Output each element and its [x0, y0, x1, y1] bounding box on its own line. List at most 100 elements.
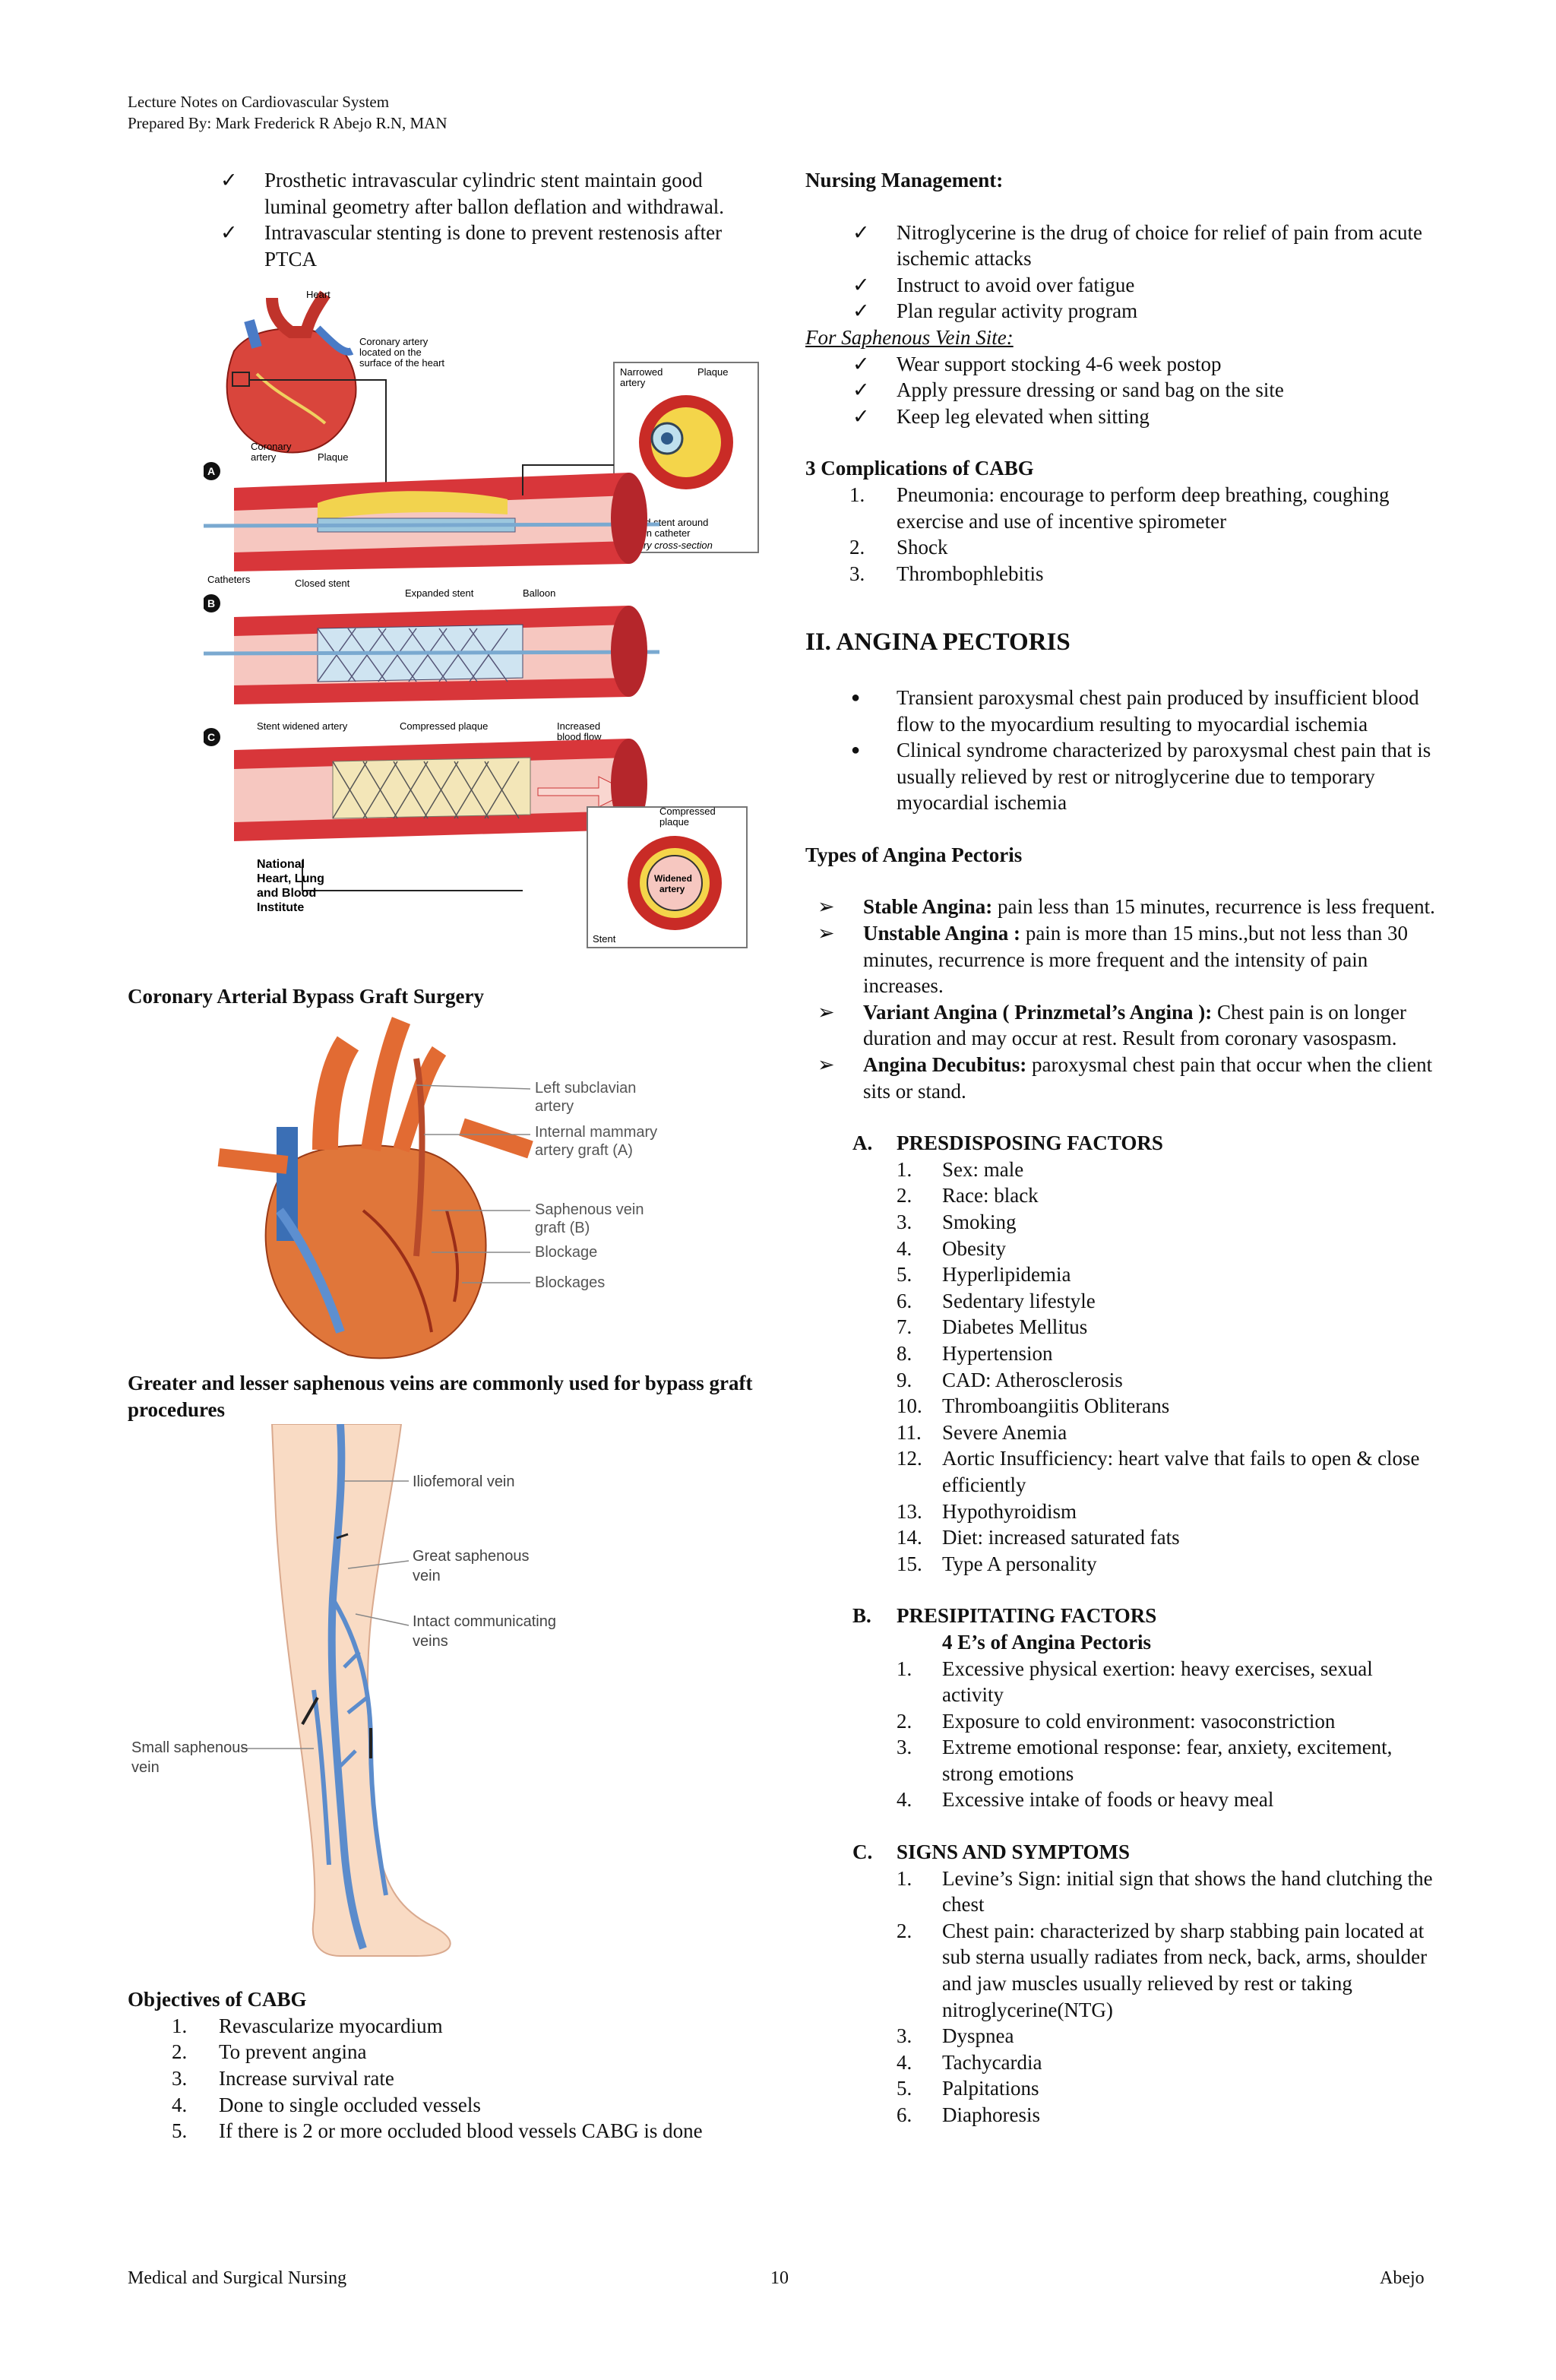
fig1-increased-flow-1: Increased [557, 720, 600, 732]
list-item: ✓Intravascular stenting is done to preve… [220, 221, 723, 271]
fig1-coronary-note-3: surface of the heart [359, 357, 444, 369]
list-item: ✓Nitroglycerine is the drug of choice fo… [852, 220, 1422, 271]
fig1-coronary-note-2: located on the [359, 347, 422, 358]
footer-page-number: 10 [770, 2268, 789, 2288]
list-item: 11.Severe Anemia [897, 1420, 1067, 1444]
fig3-small-saphenous-2: vein [131, 1759, 160, 1776]
list-item: 15.Type A personality [897, 1552, 1097, 1575]
leg-veins-illustration: Iliofemoral vein Great saphenous vein In… [131, 1423, 556, 1957]
fig2-internal-mammary-1: Internal mammary [535, 1124, 657, 1141]
fig1-label-b: B [207, 597, 215, 609]
list-item: ✓Wear support stocking 4-6 week postop [805, 351, 1436, 378]
list-item: 5.Hyperlipidemia [897, 1263, 1071, 1287]
list-item: 4.Obesity [897, 1236, 1006, 1260]
list-item: 4.Tachycardia [897, 2050, 1042, 2074]
precipitating-factors-heading: B.PRESIPITATING FACTORS [852, 1604, 1157, 1628]
fig1-widened-2: artery [659, 884, 685, 894]
fig1-closed-stent-label: Closed stent [295, 578, 350, 589]
list-item: ➢Stable Angina: pain less than 15 minute… [805, 894, 1436, 920]
list-item: 2.Chest pain: characterized by sharp sta… [897, 1919, 1428, 2021]
fig2-blockages: Blockages [535, 1274, 605, 1291]
list-item: ✓Apply pressure dressing or sand bag on … [805, 377, 1436, 404]
list-item: ●Clinical syndrome characterized by paro… [851, 739, 1431, 815]
types-of-angina-list: ➢Stable Angina: pain less than 15 minute… [805, 894, 1436, 1104]
fig1-catheters-label: Catheters [207, 574, 251, 585]
list-item: 2.Shock [849, 536, 948, 559]
list-item: 5.Palpitations [897, 2077, 1039, 2100]
list-item: 1.Levine’s Sign: initial sign that shows… [897, 1866, 1433, 1916]
list-item: 1.Pneumonia: encourage to perform deep b… [849, 483, 1390, 533]
heart-illustration [226, 290, 357, 454]
list-item: ➢Variant Angina ( Prinzmetal’s Angina ):… [818, 1000, 1406, 1050]
stent-procedure-figure: Heart Coronary artery located on the sur… [202, 283, 766, 952]
fig3-great-saphenous-1: Great saphenous [413, 1548, 529, 1565]
fig2-left-subclavian-2: artery [535, 1098, 574, 1115]
bullet-icon: ● [851, 742, 861, 759]
footer-left: Medical and Surgical Nursing [128, 2268, 347, 2288]
fig1-label-c: C [207, 731, 215, 743]
fig2-saphenous-graft-2: graft (B) [535, 1220, 590, 1236]
list-item: 3.Thrombophlebitis [849, 562, 1044, 585]
list-item: 6.Diaphoresis [897, 2103, 1040, 2126]
precipitating-factors-list: 1.Excessive physical exertion: heavy exe… [805, 1656, 1436, 1814]
left-column: ✓Prosthetic intravascular cylindric sten… [128, 167, 766, 2144]
check-icon: ✓ [852, 352, 870, 375]
cabg-figure: Left subclavian artery Internal mammary … [173, 1012, 735, 1362]
fig2-saphenous-graft-1: Saphenous vein [535, 1201, 644, 1218]
fig1-narrowed-1: Narrowed [620, 366, 663, 378]
complications-title: 3 Complications of CABG [805, 457, 1034, 480]
fig1-stent-label: Stent [593, 933, 616, 945]
fig1-coronary-artery-1: Coronary [251, 441, 292, 452]
stent-procedure-illustration: Heart Coronary artery located on the sur… [202, 289, 759, 949]
fig1-compressed-plaque-2b: plaque [659, 816, 689, 828]
arrow-bullet-icon: ➢ [818, 1053, 835, 1077]
fig3-small-saphenous-1: Small saphenous [131, 1739, 248, 1756]
fig1-institute-4: Institute [257, 901, 304, 914]
list-item: 1.Revascularize myocardium [172, 2014, 443, 2037]
cabg-illustration: Left subclavian artery Internal mammary … [217, 1017, 657, 1359]
list-item: ➢Unstable Angina : pain is more than 15 … [818, 922, 1409, 998]
fig3-great-saphenous-2: vein [413, 1568, 441, 1584]
fig1-coronary-artery-2: artery [251, 451, 277, 463]
right-column: Nursing Management: ✓Nitroglycerine is t… [805, 167, 1436, 2128]
fig1-institute-3: and Blood [257, 887, 316, 900]
objectives-title: Objectives of CABG [128, 1988, 307, 2011]
list-item: 3.Dyspnea [897, 2024, 1014, 2048]
list-item: 5.If there is 2 or more occluded blood v… [172, 2119, 703, 2143]
fig1-plaque-label: Plaque [318, 451, 348, 463]
saphenous-site-heading: For Saphenous Vein Site: [805, 325, 1014, 349]
list-item: 7.Diabetes Mellitus [897, 1315, 1088, 1339]
list-item: ●Transient paroxysmal chest pain produce… [851, 685, 1419, 736]
fig1-cross-section-label: Artery cross-section [625, 540, 713, 551]
predisposing-factors-heading: A.PRESDISPOSING FACTORS [852, 1131, 1163, 1155]
list-item: 12.Aortic Insufficiency: heart valve tha… [897, 1447, 1420, 1496]
list-item: 4.Done to single occluded vessels [172, 2093, 481, 2116]
fig1-compressed-plaque-2a: Compressed [659, 805, 716, 817]
list-item: 1.Sex: male [897, 1157, 1024, 1181]
fig3-iliofemoral: Iliofemoral vein [413, 1473, 515, 1490]
fig3-intact-2: veins [413, 1633, 448, 1650]
list-item: 9.CAD: Atherosclerosis [897, 1368, 1123, 1391]
fig2-left-subclavian-1: Left subclavian [535, 1080, 636, 1097]
stent-points: ✓Prosthetic intravascular cylindric sten… [128, 167, 766, 272]
four-es-subheading: 4 E’s of Angina Pectoris [942, 1630, 1151, 1654]
fig1-compressed-plaque-label: Compressed plaque [400, 720, 488, 732]
header-line-2: Prepared By: Mark Frederick R Abejo R.N,… [128, 114, 448, 132]
predisposing-factors-list: 1.Sex: male 2.Race: black 3.Smoking 4.Ob… [805, 1157, 1436, 1578]
list-item: ✓Plan regular activity program [805, 298, 1436, 324]
list-item: 2.Exposure to cold environment: vasocons… [897, 1709, 1336, 1733]
fig1-heart-label: Heart [306, 289, 330, 300]
list-item: 3.Extreme emotional response: fear, anxi… [897, 1736, 1393, 1785]
complications-list: 1.Pneumonia: encourage to perform deep b… [805, 482, 1436, 587]
signs-symptoms-heading: C.SIGNS AND SYMPTOMS [852, 1840, 1131, 1864]
list-item: 2.To prevent angina [172, 2040, 367, 2064]
fig2-internal-mammary-2: artery graft (A) [535, 1142, 633, 1159]
fig1-increased-flow-2: blood flow [557, 731, 602, 742]
list-item: 8.Hypertension [897, 1341, 1053, 1365]
check-icon: ✓ [852, 378, 870, 402]
page-header: Lecture Notes on Cardiovascular System P… [128, 91, 448, 134]
fig1-coronary-note-1: Coronary artery [359, 336, 429, 347]
list-item: ➢Angina Decubitus: paroxysmal chest pain… [818, 1053, 1433, 1103]
nursing-management-title: Nursing Management: [805, 169, 1004, 191]
list-item: 13.Hypothyroidism [897, 1499, 1077, 1523]
